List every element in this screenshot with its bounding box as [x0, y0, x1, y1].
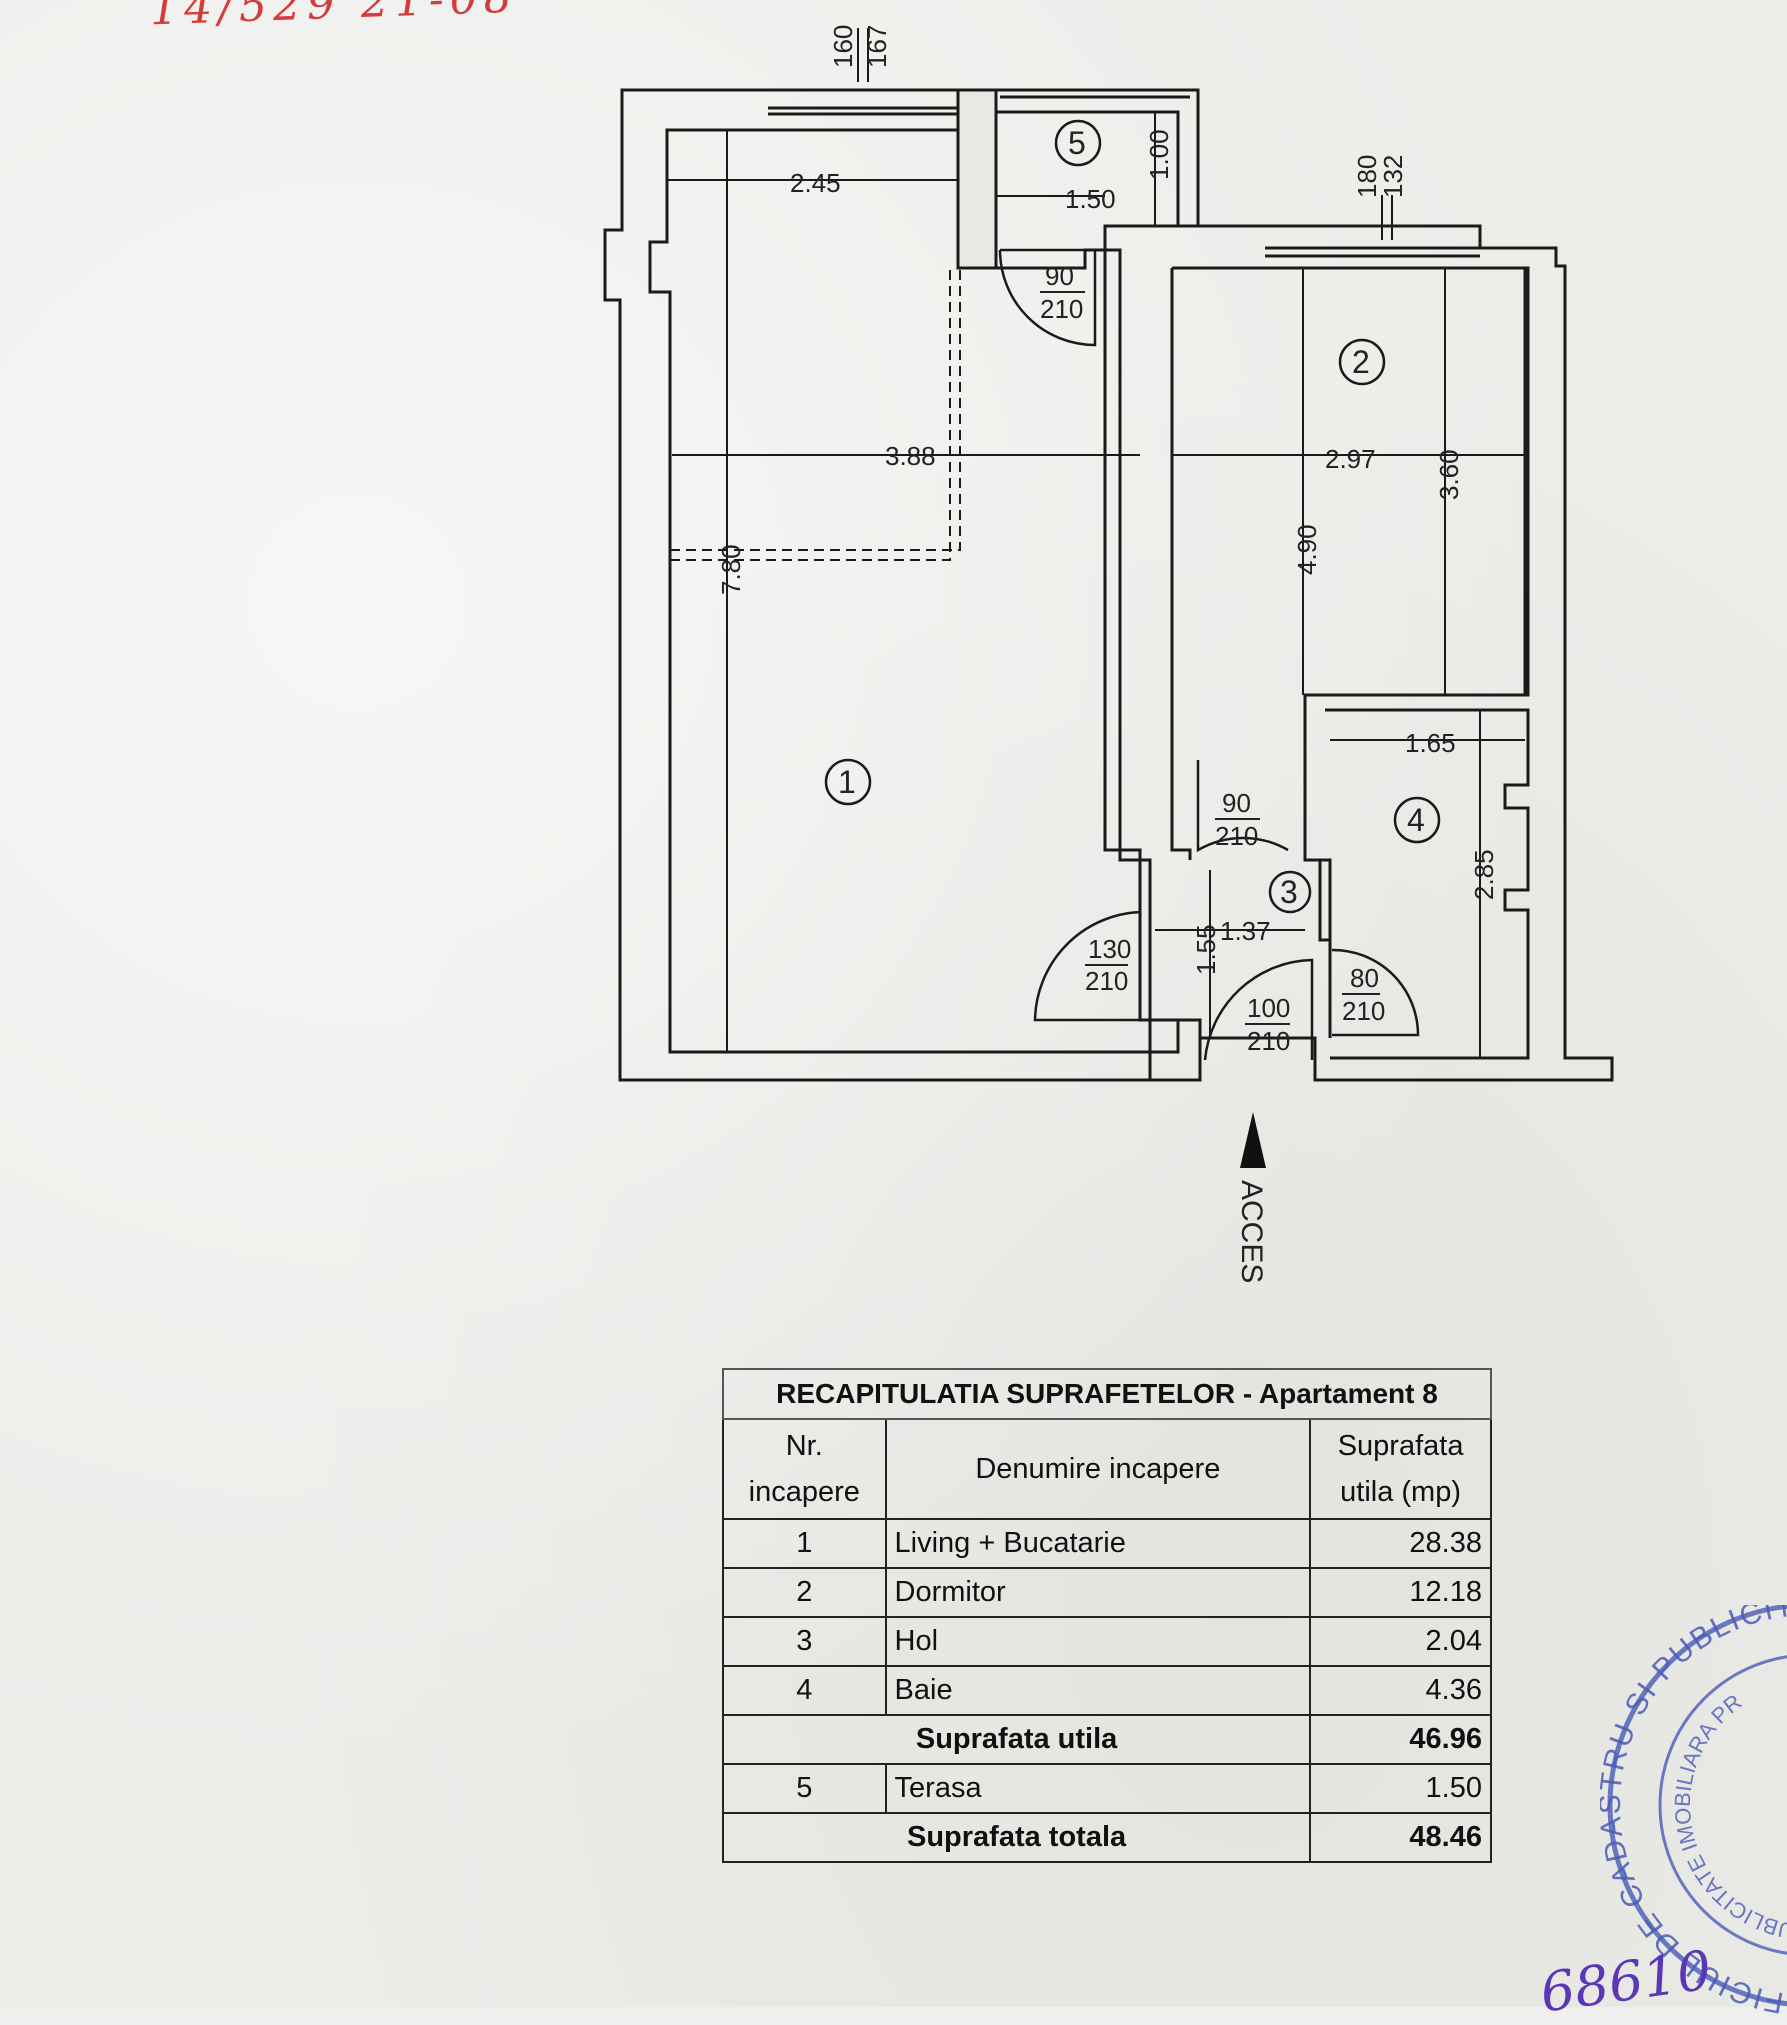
svg-text:PUBLICITATE IMOBILIARA PR: PUBLICITATE IMOBILIARA PR [1670, 1689, 1787, 1945]
room-number-1: 1 [838, 764, 856, 800]
door-label-bedroom: 90 210 [1215, 788, 1260, 851]
wall-terrace-inner [996, 110, 1180, 226]
svg-text:130: 130 [1088, 934, 1131, 964]
summary-title: RECAPITULATIA SUPRAFETELOR - Apartament … [722, 1368, 1492, 1420]
svg-text:210: 210 [1247, 1026, 1290, 1056]
room-number-3: 3 [1280, 874, 1298, 910]
access-label: ACCES [1235, 1180, 1268, 1283]
cadastre-stamp: OFICIUL DE CADASTRU SI PUBLICITATE IMOBI… [1600, 1605, 1787, 2021]
door-living-arc [1033, 910, 1142, 1022]
table-row: 2 Dormitor 12.18 [722, 1567, 1492, 1618]
dim-1-00: 1.00 [1144, 129, 1174, 180]
kitchen-counter [670, 268, 961, 551]
dim-167: 167 [862, 25, 892, 68]
room-number-2: 2 [1352, 344, 1370, 380]
wall-hall [1170, 268, 1192, 860]
wall-bedroom-inner [1172, 266, 1530, 1038]
subtotal-row: Suprafata utila 46.96 [721, 1714, 1492, 1765]
wall-bedroom-outer [1105, 224, 1614, 1082]
area-summary-table: RECAPITULATIA SUPRAFETELOR - Apartament … [721, 1368, 1492, 1863]
dim-160: 160 [828, 25, 858, 68]
door-bedroom-arc [1196, 760, 1289, 853]
wall-bath-inner [1325, 708, 1530, 1060]
wall-pillar [956, 88, 998, 270]
room-number-circle-3 [1268, 870, 1312, 914]
col-header-nr: Nr.incapere [722, 1418, 887, 1520]
dim-4-90: 4.90 [1292, 524, 1322, 575]
room-number-circle-2 [1338, 338, 1386, 386]
dim-1-37: 1.37 [1220, 916, 1271, 946]
room-number-4: 4 [1407, 802, 1425, 838]
access-arrow-icon [1240, 1112, 1266, 1168]
door-label-entry: 100 210 [1245, 993, 1290, 1056]
table-row: 3 Hol 2.04 [722, 1616, 1492, 1667]
wall-living-outer [603, 88, 1202, 1082]
dim-180: 180 [1352, 155, 1382, 198]
svg-text:210: 210 [1215, 821, 1258, 851]
svg-text:210: 210 [1040, 294, 1083, 324]
svg-text:210: 210 [1342, 996, 1385, 1026]
door-label-terrace: 90 210 [1040, 261, 1085, 324]
dim-3-88: 3.88 [885, 441, 936, 471]
dim-2-97: 2.97 [1325, 444, 1376, 474]
svg-text:90: 90 [1222, 788, 1251, 818]
dim-2-85: 2.85 [1469, 849, 1499, 900]
dim-7-80: 7.80 [716, 544, 746, 595]
dim-2-45: 2.45 [790, 168, 841, 198]
total-row: Suprafata totala 48.46 [721, 1812, 1492, 1863]
table-row: 1 Living + Bucatarie 28.38 [722, 1518, 1492, 1569]
dim-1-65: 1.65 [1405, 728, 1456, 758]
table-row: 5 Terasa 1.50 [722, 1763, 1492, 1814]
col-header-name: Denumire incapere [884, 1418, 1312, 1520]
dim-3-60: 3.60 [1434, 449, 1464, 500]
dim-1-50: 1.50 [1065, 184, 1116, 214]
svg-text:100: 100 [1247, 993, 1290, 1023]
door-label-bath: 80 210 [1342, 963, 1385, 1026]
room-number-circle-4 [1393, 796, 1441, 844]
room-number-circle-1 [824, 758, 872, 806]
door-bath-arc [1331, 948, 1420, 1037]
dim-1-55: 1.55 [1191, 924, 1221, 975]
dim-132: 132 [1378, 155, 1408, 198]
svg-text:210: 210 [1085, 966, 1128, 996]
svg-text:80: 80 [1350, 963, 1379, 993]
room-number-circle-5 [1054, 119, 1102, 167]
svg-text:90: 90 [1045, 261, 1074, 291]
door-label-living: 130 210 [1085, 934, 1131, 996]
table-row: 4 Baie 4.36 [722, 1665, 1492, 1716]
room-number-5: 5 [1068, 125, 1086, 161]
door-terrace-arc [998, 248, 1097, 347]
